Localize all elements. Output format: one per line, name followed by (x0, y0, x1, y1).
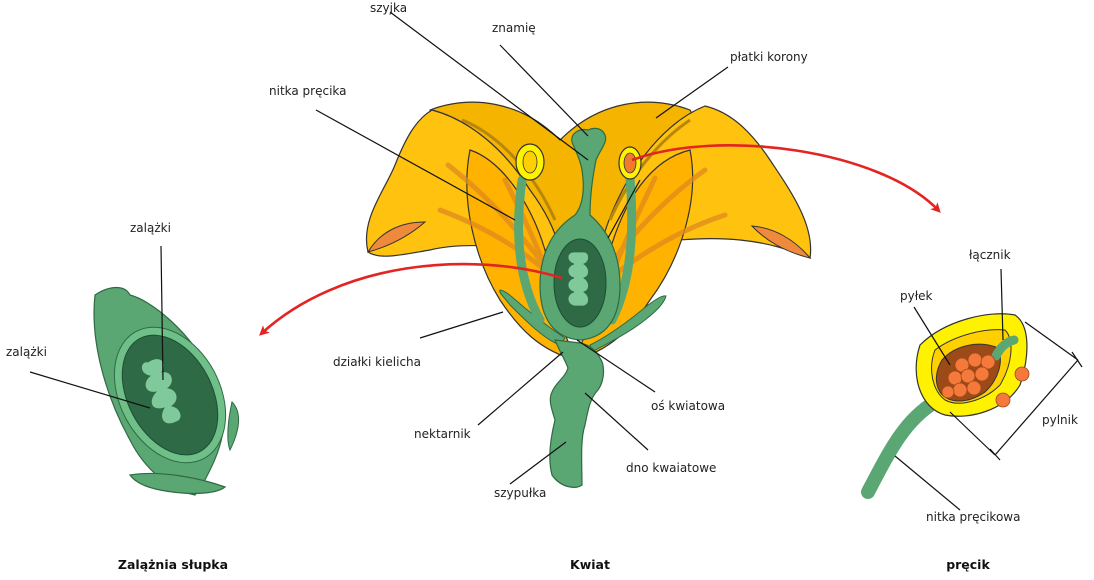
label-dno-kwiatowe: dno kwaiatowe (626, 461, 716, 475)
caption-ovary: Zalążnia słupka (118, 557, 228, 572)
label-znamie: znamię (492, 21, 536, 35)
label-szyjka: szyjka (370, 1, 407, 15)
label-os-kwiatowa: oś kwiatowa (651, 399, 725, 413)
caption-stamen: pręcik (946, 557, 990, 572)
ovary-side-fold (228, 402, 239, 450)
label-dzialki-kielicha: działki kielicha (333, 355, 421, 369)
caption-flower: Kwiat (570, 557, 610, 572)
label-nitka-precikowa: nitka pręcikowa (926, 510, 1020, 524)
label-nektarnik: nektarnik (414, 427, 471, 441)
label-szypulka: szypułka (494, 486, 546, 500)
label-pylnik: pylnik (1042, 413, 1078, 427)
label-lacznik: łącznik (969, 248, 1011, 262)
label-zalazki-left: zalążki (6, 345, 47, 359)
ovule-cluster (568, 252, 589, 306)
ovary-illustration (92, 288, 248, 496)
label-pylek: pyłek (900, 289, 933, 303)
label-nitka-precika: nitka pręcika (269, 84, 347, 98)
label-zalazki-top: zalążki (130, 221, 171, 235)
ovary-base-fold (130, 473, 225, 493)
stamen-filament (868, 402, 935, 492)
stamen-illustration (868, 314, 1082, 492)
receptacle-stem (550, 340, 604, 487)
anther-left-inner (523, 151, 537, 173)
anther-right-inner (624, 153, 636, 173)
label-platki-korony: płatki korony (730, 50, 808, 64)
